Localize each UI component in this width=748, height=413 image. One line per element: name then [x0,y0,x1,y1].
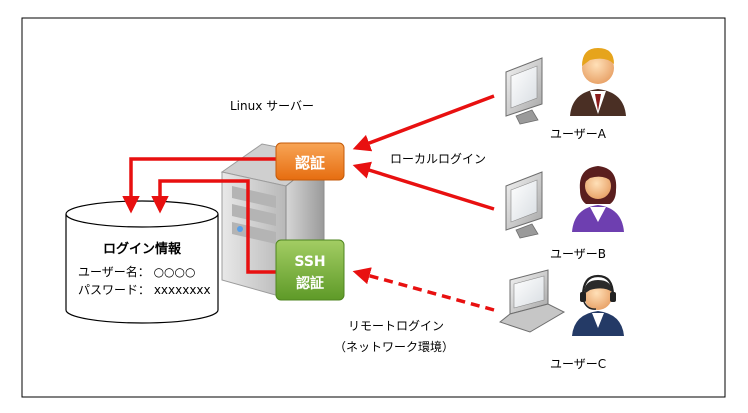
user-b-label: ユーザーB [550,247,606,261]
user-a-label: ユーザーA [550,127,607,141]
user-c-headset-operator-icon [572,274,624,336]
user-b-monitor-icon [505,171,543,239]
ssh-box-line1: SSH [294,254,325,270]
ssh-box-line2: 認証 [296,275,324,292]
database-title: ログイン情報 [103,241,182,257]
database-username-line: ユーザー名： ○○○○ [78,264,195,279]
remote-login-label: リモートログイン [348,319,444,333]
auth-box-label: 認証 [295,154,325,172]
user-c-remote-login-arrow [352,267,495,312]
user-b-businesswoman-icon [572,166,624,232]
auth-to-database-arrow-2 [151,179,276,274]
user-a-monitor-icon [505,57,543,125]
user-a-businessman-icon [570,48,626,116]
auth-to-database-arrow-1 [122,157,276,214]
server-label: Linux サーバー [230,99,314,113]
user-c-laptop-icon [498,269,566,333]
user-c-label: ユーザーC [550,357,606,371]
remote-login-network-label: （ネットワーク環境） [334,339,454,354]
auth-box: 認証 [275,142,345,181]
local-login-label: ローカルログイン [390,152,486,166]
user-b-local-login-arrow [352,161,495,211]
user-a-local-login-arrow [352,94,495,152]
ssh-auth-box: SSH 認証 [275,239,345,301]
database-icon [65,200,219,324]
database-password-line: パスワード： xxxxxxxx [78,283,211,297]
